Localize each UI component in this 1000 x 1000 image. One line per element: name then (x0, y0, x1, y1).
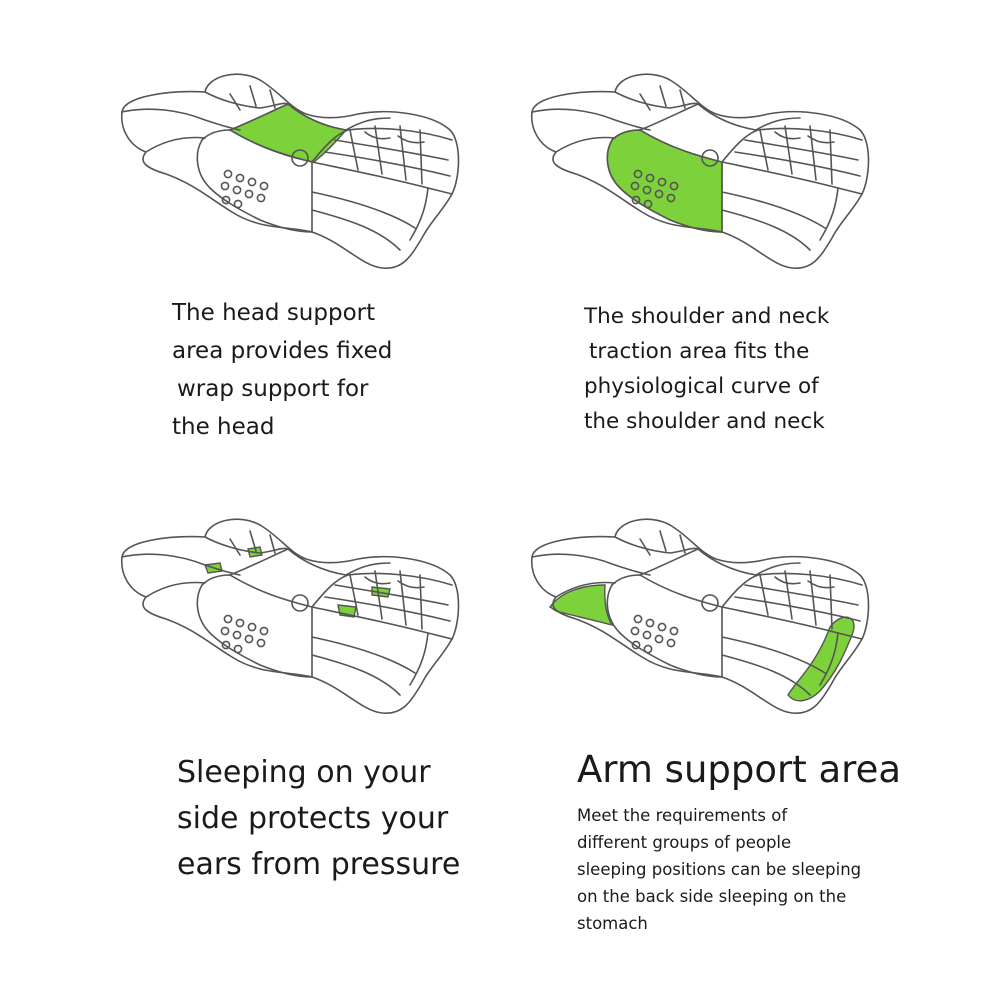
caption-line: physiological curve of (584, 374, 819, 399)
caption-line: wrap support for (177, 376, 369, 402)
pillow-illustration-head-support (110, 70, 470, 280)
shoulder-neck-caption: The shoulder and neck traction area fits… (584, 299, 829, 439)
caption-line: Sleeping on your (177, 755, 431, 790)
caption-line: the shoulder and neck (584, 409, 825, 434)
caption-line: traction area fits the (589, 339, 810, 364)
caption-line: side protects your (177, 801, 449, 836)
caption-line: different groups of people (577, 833, 792, 852)
caption-line: area provides fixed (172, 338, 393, 364)
side-sleeping-caption: Sleeping on your side protects your ears… (177, 750, 460, 888)
caption-line: The head support (172, 300, 376, 326)
arm-support-title: Arm support area (577, 748, 902, 791)
pillow-illustration-arm-support (520, 515, 880, 725)
caption-line: on the back side sleeping on the (577, 887, 847, 906)
caption-line: The shoulder and neck (584, 304, 830, 329)
caption-line: sleeping positions can be sleeping (577, 860, 862, 879)
arm-support-description: Meet the requirements of different group… (577, 802, 861, 937)
caption-line: Meet the requirements of (577, 806, 788, 825)
pillow-illustration-side-sleeping (110, 515, 470, 725)
pillow-illustration-shoulder-neck (520, 70, 880, 280)
head-support-caption: The head support area provides fixed wra… (172, 294, 392, 446)
caption-line: ears from pressure (177, 847, 461, 882)
caption-line: stomach (577, 914, 648, 933)
caption-line: the head (172, 414, 275, 440)
